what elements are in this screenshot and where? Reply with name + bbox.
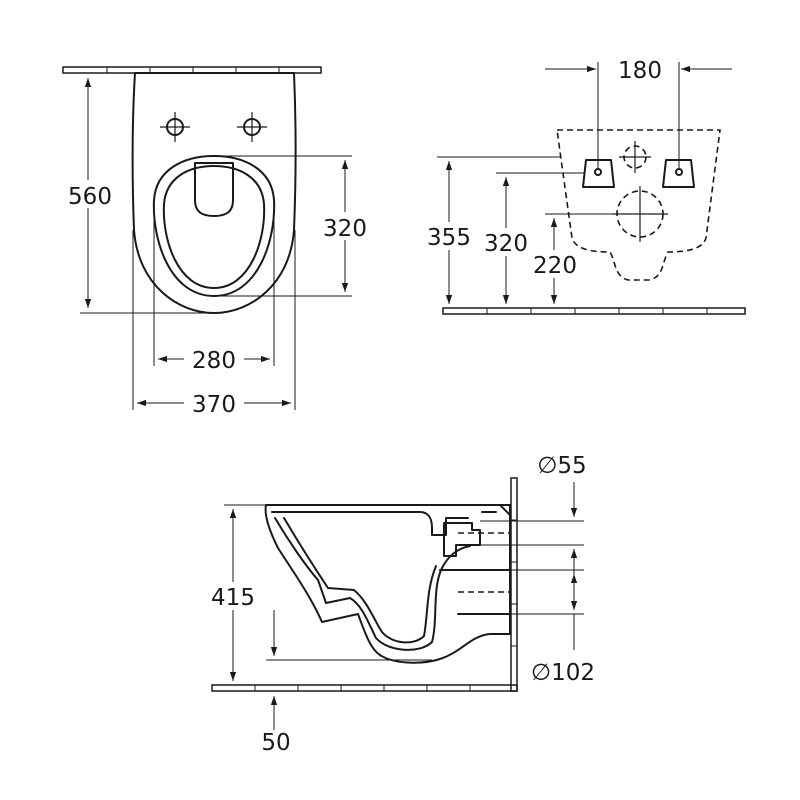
side-view-wall [510, 477, 518, 692]
rim-height-label: 415 [211, 585, 255, 611]
rear-view-outline [556, 129, 721, 281]
dimension-overall-depth: 560 [60, 72, 214, 314]
fixing-hole-left [160, 112, 190, 142]
overall-width-label: 370 [192, 392, 236, 418]
fixing-height-label: 355 [427, 225, 471, 251]
fixing-hole-right [237, 112, 267, 142]
dimension-inlet-diameter: ∅55 [480, 453, 587, 584]
side-view-bowl-outline [264, 504, 511, 664]
dimension-outlet-diameter: ∅102 [510, 569, 595, 686]
side-view-bowl-inner-2 [283, 517, 437, 644]
dimension-inlet-height: 320 [477, 172, 584, 304]
flush-spreader [194, 162, 234, 217]
outlet-diameter-label: ∅102 [531, 660, 595, 686]
dimension-bowl-length: 320 [214, 155, 374, 297]
dimension-bolt-spacing: 180 [545, 58, 732, 168]
side-view-outlet [439, 569, 511, 615]
side-view: 415 50 ∅55 ∅102 [204, 453, 595, 756]
dimension-fixing-height: 355 [420, 156, 560, 304]
side-view-top-cap [467, 504, 511, 516]
dimension-overall-width: 370 [132, 230, 296, 418]
top-view: 560 320 280 370 [60, 66, 374, 418]
inlet-diameter-label: ∅55 [537, 453, 586, 479]
bowl-opening-outer [152, 155, 276, 297]
dimension-outlet-height: 220 [526, 213, 616, 304]
side-view-bowl-inner [274, 517, 471, 651]
rear-view: 180 355 320 220 [420, 58, 746, 315]
dimension-rim-height: 415 [204, 504, 266, 681]
side-view-inlet [443, 522, 481, 557]
dimension-bowl-width: 280 [153, 210, 275, 374]
dimension-outlet-offset: 50 [261, 610, 432, 756]
bowl-width-label: 280 [192, 348, 236, 374]
fixing-plate-left [582, 159, 615, 188]
inlet-height-label: 320 [484, 231, 528, 257]
outlet-height-label: 220 [533, 253, 577, 279]
bowl-opening-inner [162, 165, 266, 289]
top-view-outline [131, 72, 297, 314]
side-view-floor [211, 684, 518, 692]
bolt-spacing-label: 180 [618, 58, 662, 84]
overall-depth-label: 560 [68, 184, 112, 210]
rear-view-floor [442, 307, 746, 315]
side-view-rim [271, 511, 469, 536]
bowl-length-label: 320 [323, 216, 367, 242]
fixing-plate-right [662, 159, 695, 188]
outlet-offset-label: 50 [261, 730, 290, 756]
